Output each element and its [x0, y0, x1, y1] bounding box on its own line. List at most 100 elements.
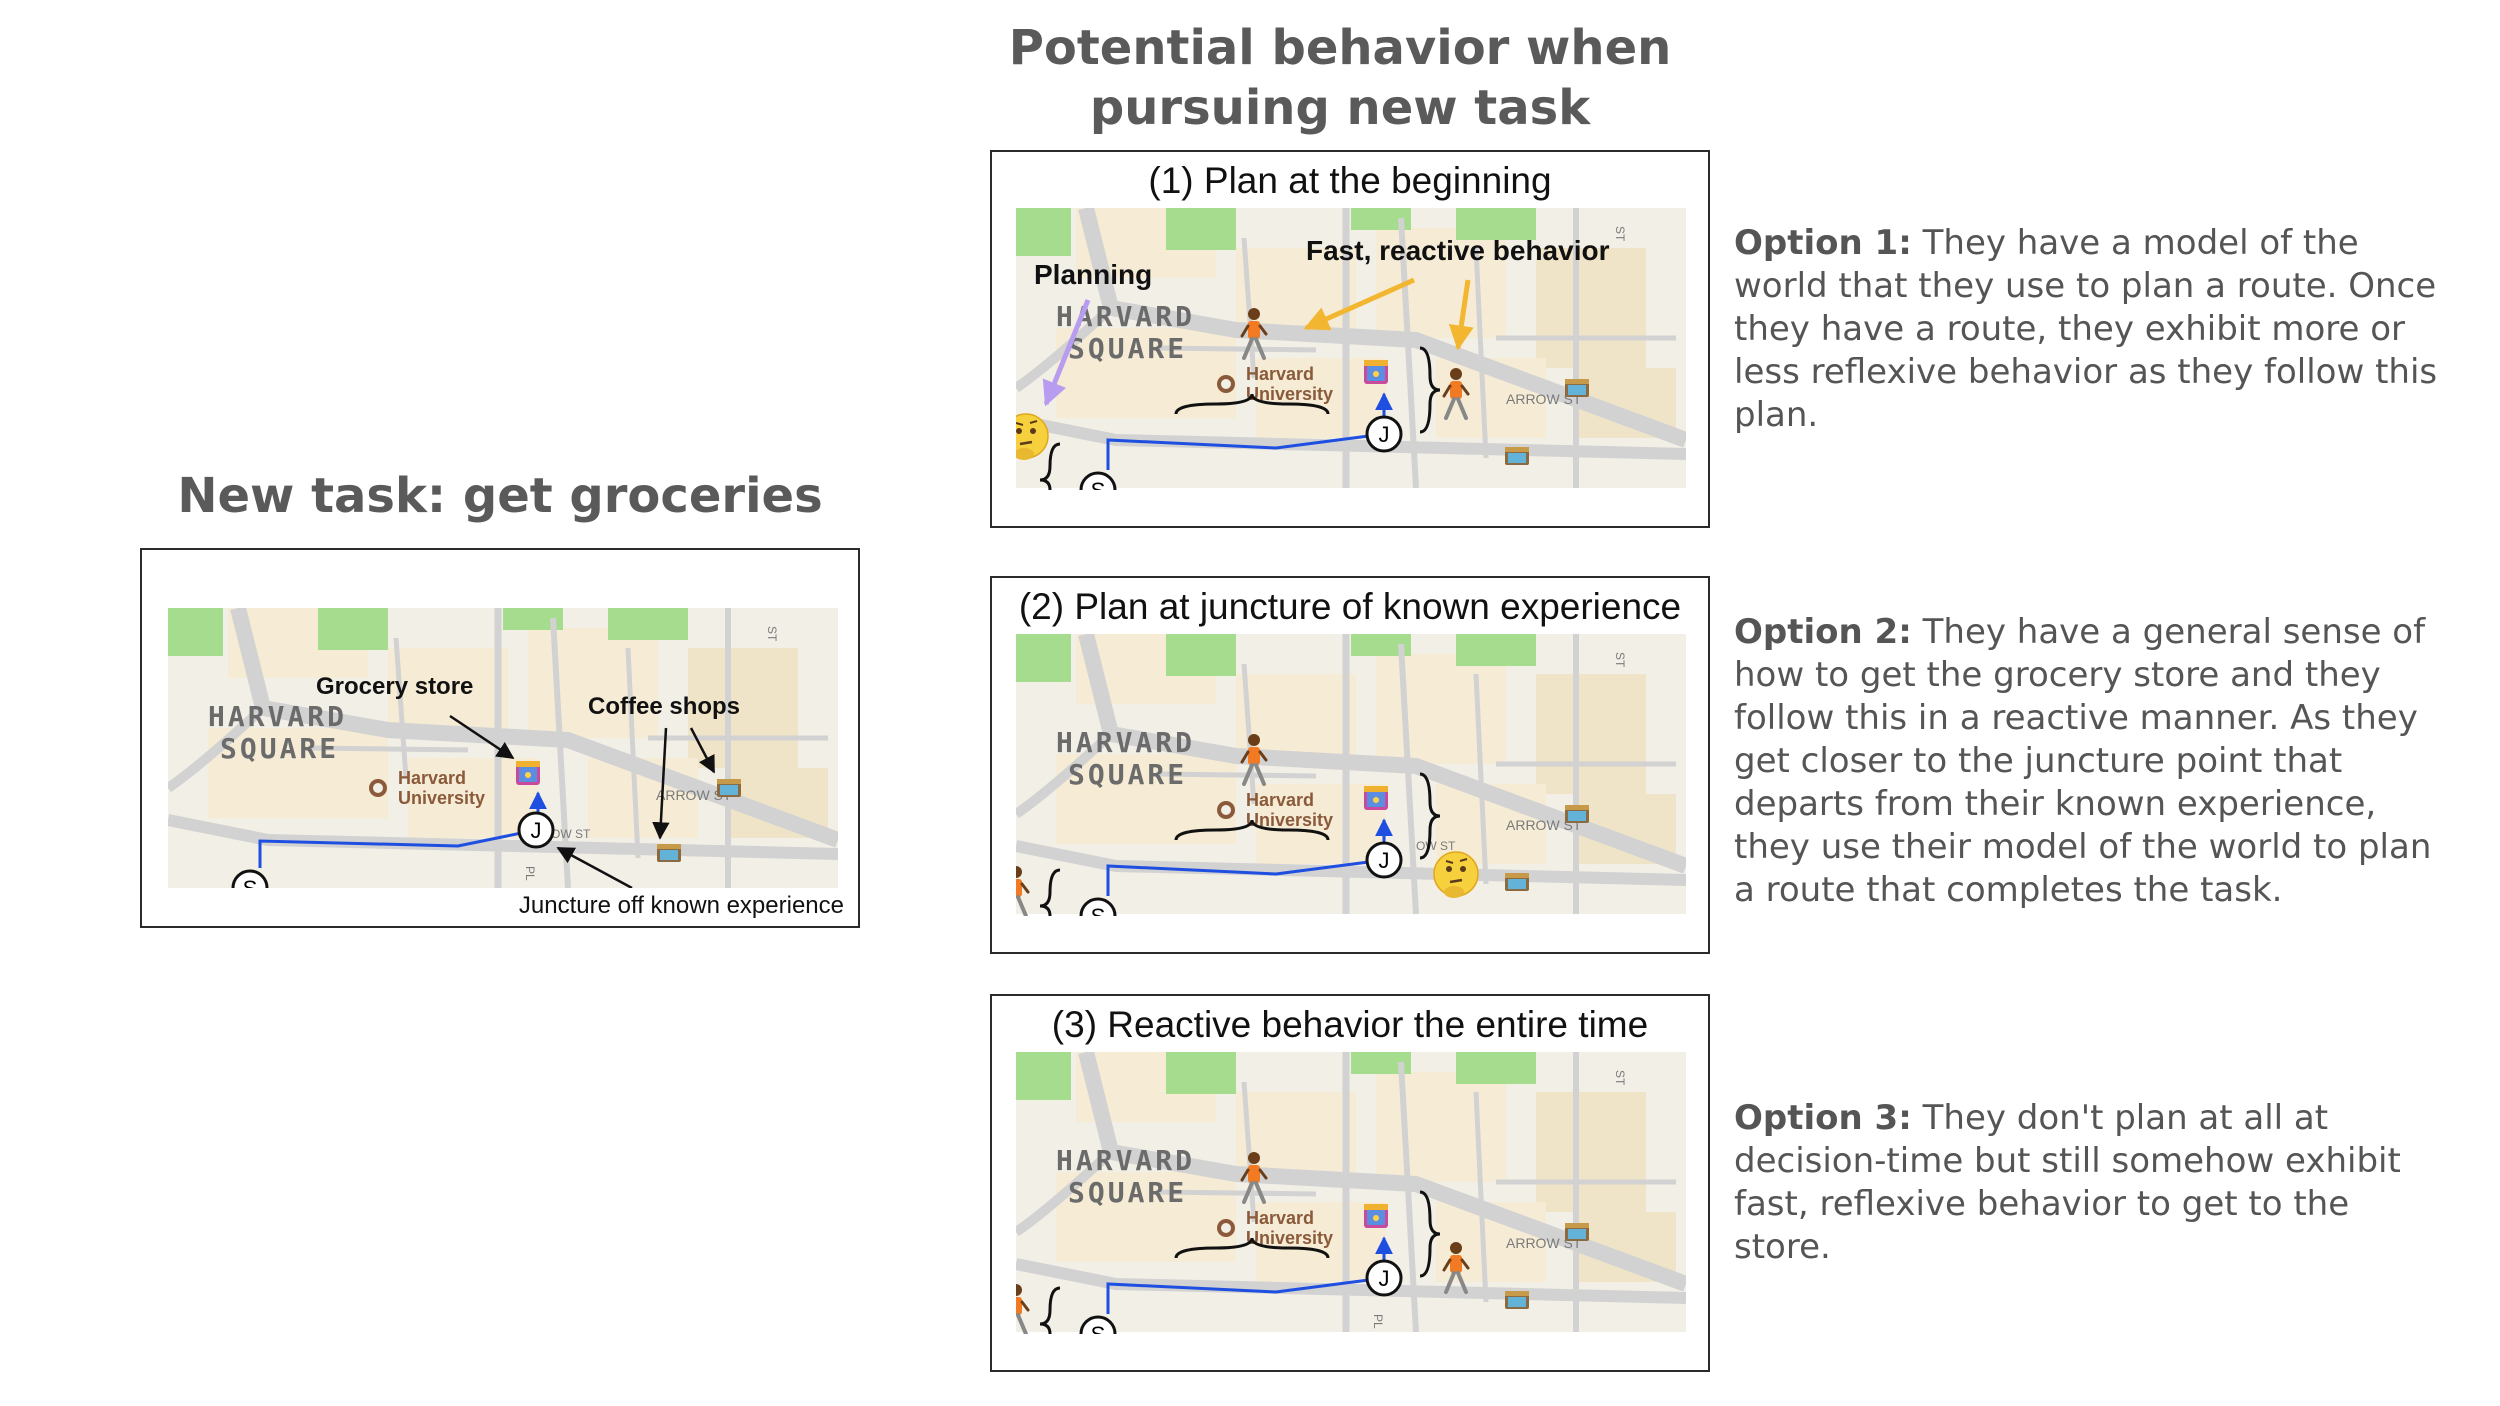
start-marker: S — [231, 869, 269, 888]
street-label-arrow: ARROW ST — [1506, 1235, 1582, 1251]
grocery-store-icon — [1364, 360, 1388, 384]
street-label-st: ST — [765, 626, 779, 642]
grocery-store-icon — [516, 761, 540, 785]
map-label-harvard: HARVARD — [1056, 1144, 1195, 1177]
coffee-shop-icon — [657, 844, 681, 862]
option-3-description: Option 3: They don't plan at all at deci… — [1734, 1097, 2450, 1269]
street-label-pl: PL — [1371, 1314, 1385, 1329]
option-1-map: HARVARD SQUARE Harvard University ARROW … — [1016, 208, 1686, 490]
street-label-arrow: ARROW ST — [1506, 391, 1582, 407]
panel-3-title: (3) Reactive behavior the entire time — [1051, 1004, 1649, 1045]
street-label-st: ST — [1613, 652, 1627, 668]
street-label-ow: OW ST — [1416, 839, 1456, 853]
juncture-marker: J — [517, 811, 555, 849]
reactive-brace — [1039, 1286, 1061, 1334]
coffee-shops-label: Coffee shops — [588, 693, 740, 720]
planning-arrow — [1042, 299, 1091, 407]
option-3-text: They don't plan at all at decision-time … — [1734, 1098, 2401, 1267]
svg-text:J: J — [1379, 848, 1390, 873]
potential-behavior-heading: Potential behavior when pursuing new tas… — [1008, 20, 1672, 136]
map-label-harvard: HARVARD — [208, 700, 347, 733]
map-label-square: SQUARE — [1068, 332, 1187, 365]
new-task-map: HARVARD SQUARE Harvard University ARROW … — [168, 608, 838, 888]
start-marker: S — [1079, 1315, 1117, 1334]
svg-text:J: J — [531, 818, 542, 843]
juncture-pointer-arrow — [556, 846, 633, 888]
fast-reactive-label: Fast, reactive behavior — [1306, 235, 1610, 266]
coffee-shop-icon — [1565, 1223, 1589, 1241]
map-label-harvard: HARVARD — [1056, 726, 1195, 759]
juncture-label: Juncture off known experience — [518, 892, 844, 919]
juncture-marker: J — [1365, 841, 1403, 879]
option-3-map-panel: (3) Reactive behavior the entire time HA… — [990, 994, 1710, 1372]
planning-brace — [1039, 442, 1061, 490]
coffee-shop-icon — [717, 779, 741, 797]
option-2-label: Option 2: — [1734, 612, 1912, 652]
new-task-heading: New task: get groceries — [177, 468, 823, 524]
option-2-text: They have a general sense of how to get … — [1734, 612, 2432, 910]
street-label-st: ST — [1613, 226, 1627, 242]
juncture-marker: J — [1365, 1259, 1403, 1297]
svg-text:J: J — [1379, 1266, 1390, 1291]
option-1-text: They have a model of the world that they… — [1734, 223, 2438, 435]
street-label-ow: OW ST — [551, 827, 591, 841]
map-label-university-2: University — [1246, 384, 1333, 404]
coffee-shop-icon — [1505, 1291, 1529, 1309]
svg-text:S: S — [1091, 478, 1106, 490]
svg-text:J: J — [1379, 422, 1390, 447]
planning-label: Planning — [1034, 259, 1152, 290]
option-2-map: HARVARD SQUARE Harvard University ARROW … — [1016, 634, 1686, 916]
option-1-description: Option 1: They have a model of the world… — [1734, 222, 2450, 437]
reactive-brace — [1039, 868, 1061, 916]
reactive-brace — [1174, 393, 1330, 415]
fast-reactive-arrow-1 — [1303, 277, 1416, 331]
reactive-brace — [1419, 1190, 1441, 1278]
start-marker: S — [1079, 471, 1117, 490]
coffee-pointer-arrow-2 — [652, 727, 670, 840]
street-label-st: ST — [1613, 1070, 1627, 1086]
new-task-map-panel: HARVARD SQUARE Harvard University ARROW … — [140, 548, 860, 928]
map-label-university-1: Harvard — [1246, 790, 1314, 810]
coffee-shop-icon — [1565, 379, 1589, 397]
map-label-square: SQUARE — [1068, 758, 1187, 791]
university-seal-icon — [1217, 375, 1235, 393]
route-line — [1106, 858, 1385, 896]
map-label-university-1: Harvard — [1246, 364, 1314, 384]
coffee-shop-icon — [1565, 805, 1589, 823]
map-label-university-2: University — [398, 788, 485, 808]
reactive-brace — [1174, 819, 1330, 841]
route-line — [1106, 1276, 1385, 1314]
grocery-store-label: Grocery store — [316, 673, 473, 700]
street-label-arrow: ARROW ST — [656, 787, 732, 803]
street-label-pl: PL — [523, 866, 537, 881]
grocery-pointer-arrow — [449, 714, 515, 760]
option-1-label: Option 1: — [1734, 223, 1912, 263]
grocery-store-icon — [1364, 786, 1388, 810]
fast-reactive-arrow-2 — [1448, 279, 1474, 351]
option-3-map: HARVARD SQUARE Harvard University ARROW … — [1016, 1052, 1686, 1334]
planning-brace — [1419, 772, 1441, 860]
grocery-store-icon — [1364, 1204, 1388, 1228]
option-3-label: Option 3: — [1734, 1098, 1912, 1138]
svg-text:S: S — [1091, 904, 1106, 916]
option-2-description: Option 2: They have a general sense of h… — [1734, 611, 2450, 912]
panel-2-title: (2) Plan at juncture of known experience — [1018, 586, 1682, 627]
map-label-university-2: University — [1246, 810, 1333, 830]
reactive-brace — [1174, 1237, 1330, 1259]
option-1-map-panel: (1) Plan at the beginning HARVARD SQUARE… — [990, 150, 1710, 528]
map-label-university-1: Harvard — [398, 768, 466, 788]
university-seal-icon — [369, 779, 387, 797]
map-label-university-1: Harvard — [1246, 1208, 1314, 1228]
coffee-pointer-arrow-1 — [689, 727, 716, 774]
option-2-map-panel: (2) Plan at juncture of known experience… — [990, 576, 1710, 954]
university-seal-icon — [1217, 801, 1235, 819]
university-seal-icon — [1217, 1219, 1235, 1237]
route-line — [258, 828, 537, 868]
start-marker: S — [1079, 897, 1117, 916]
panel-1-title: (1) Plan at the beginning — [1148, 160, 1552, 201]
svg-text:S: S — [1091, 1322, 1106, 1334]
coffee-shop-icon — [1505, 447, 1529, 465]
map-label-square: SQUARE — [220, 732, 339, 765]
coffee-shop-icon — [1505, 873, 1529, 891]
reactive-brace — [1419, 346, 1441, 434]
